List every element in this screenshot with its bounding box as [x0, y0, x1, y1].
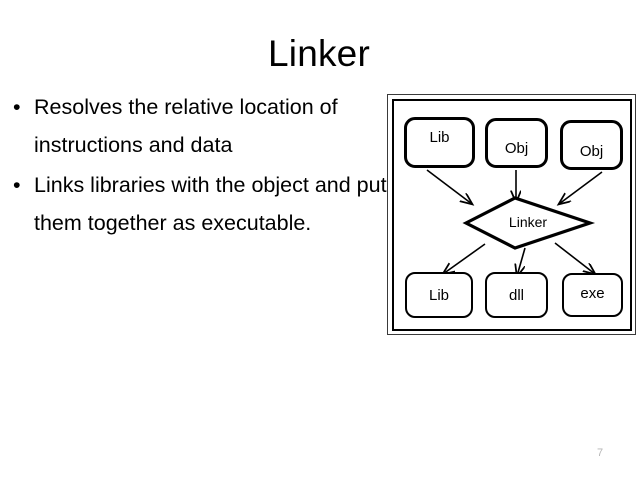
node-label: Lib [428, 286, 450, 304]
node-label: exe [580, 284, 605, 302]
linker-diamond-shape [462, 196, 596, 250]
page-number: 7 [596, 447, 604, 459]
bullet-list: • Resolves the relative location of inst… [8, 88, 388, 244]
list-item: • Links libraries with the object and pu… [8, 166, 388, 242]
bullet-marker-icon: • [13, 95, 21, 119]
list-item: • Resolves the relative location of inst… [8, 88, 388, 164]
node-output-lib: Lib [405, 272, 473, 318]
bullet-text: Resolves the relative location of instru… [34, 95, 338, 157]
arrow-linker-to-exe [554, 242, 595, 274]
bullet-marker-icon: • [13, 173, 21, 197]
arrow-lib-to-linker [426, 169, 472, 204]
node-label: Obj [504, 139, 529, 157]
node-process-linker: Linker [466, 198, 590, 248]
node-output-dll: dll [485, 272, 548, 318]
node-label: Linker [508, 214, 548, 230]
node-input-obj-2: Obj [560, 120, 623, 170]
arrow-linker-to-lib [443, 243, 486, 274]
node-label: Lib [429, 129, 450, 146]
bullet-text: Links libraries with the object and put … [34, 173, 387, 235]
node-label: Obj [579, 142, 604, 160]
node-output-exe: exe [562, 273, 623, 317]
node-input-obj-1: Obj [485, 118, 548, 168]
arrow-obj2-to-linker [559, 171, 603, 204]
diagram-arrows [387, 94, 636, 335]
diagram-arrow-layer [426, 169, 603, 335]
page-title: Linker [268, 33, 370, 74]
arrow-linker-to-dll [517, 247, 526, 276]
node-input-lib: Lib [404, 117, 475, 168]
node-label: dll [508, 286, 524, 304]
